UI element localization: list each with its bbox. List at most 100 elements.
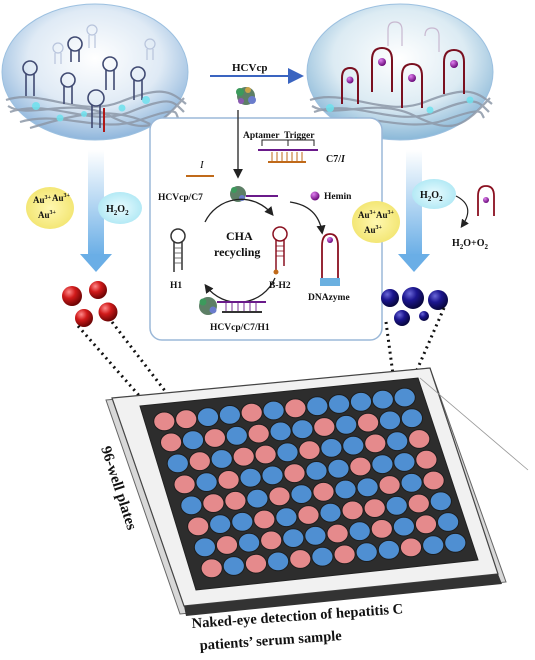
well-blue: [291, 419, 314, 440]
hcvcp-c7-h1-complex-icon: [199, 297, 266, 315]
perspective-line: [419, 377, 529, 471]
well-pink: [364, 433, 387, 454]
well-pink: [283, 463, 306, 484]
well-blue: [239, 467, 262, 488]
well-blue: [218, 405, 241, 425]
well-blue: [320, 438, 343, 458]
hcvcp-addition-arrow: HCVcp: [210, 62, 304, 105]
cha-recycling-panel: Aptamer Trigger C7/I I HCVcp/C7 Hem: [149, 110, 383, 341]
well-pink: [253, 509, 276, 530]
well-pink: [326, 523, 349, 544]
well-pink: [422, 470, 445, 491]
svg-text:Au3+: Au3+: [376, 210, 395, 220]
cha-label: CHA: [226, 229, 253, 243]
h2o2-left: H2O2: [98, 192, 142, 224]
well-blue: [231, 511, 254, 532]
well-blue: [400, 408, 423, 429]
well-blue: [305, 461, 328, 481]
well-blue: [393, 452, 416, 472]
well-pink: [200, 558, 223, 579]
well-blue: [385, 495, 408, 516]
well-blue: [180, 495, 203, 516]
aptamer-label: Aptamer: [243, 131, 280, 141]
well-blue: [334, 479, 357, 500]
well-blue: [348, 521, 371, 542]
well-blue: [437, 512, 460, 532]
well-pink: [224, 490, 247, 511]
right-down-arrow: [398, 150, 430, 272]
well-pink: [202, 493, 225, 514]
well-blue: [306, 396, 329, 417]
well-blue: [349, 391, 373, 412]
au-ions-left: Au3+ Au3+ Au3+: [26, 187, 74, 229]
svg-text:Au3+: Au3+: [52, 193, 71, 203]
well-blue: [355, 542, 378, 562]
well-blue: [327, 458, 350, 479]
well-pink: [357, 412, 380, 433]
well-pink: [333, 544, 356, 565]
recycling-label: recycling: [214, 245, 260, 259]
hcvcp-c7-label: HCVcp/C7: [158, 193, 203, 203]
well-pink: [244, 553, 268, 574]
h1-label: H1: [170, 281, 182, 291]
well-pink: [298, 440, 321, 461]
well-blue: [393, 387, 416, 408]
dnazyme-label: DNAzyme: [308, 293, 350, 303]
well-pink: [414, 514, 438, 535]
well-pink: [284, 398, 307, 419]
h2o2-right: H2O2: [412, 179, 456, 209]
well-pink: [415, 449, 438, 470]
well-blue: [275, 507, 298, 528]
well-blue: [282, 528, 305, 548]
well-blue: [196, 407, 220, 428]
well-pink: [240, 402, 263, 423]
well-pink: [378, 475, 401, 495]
well-pink: [370, 519, 393, 539]
trigger-label: Trigger: [284, 131, 315, 141]
hemin-label: Hemin: [324, 192, 352, 202]
well-pink: [203, 428, 226, 448]
well-blue: [386, 431, 409, 452]
well-pink: [160, 432, 183, 453]
well-blue: [422, 535, 445, 555]
well-blue: [222, 556, 245, 576]
well-blue: [328, 394, 351, 414]
dotted-connectors: [76, 307, 446, 409]
svg-text:Au3+: Au3+: [33, 195, 52, 205]
well-pink: [187, 516, 210, 537]
well-blue: [262, 400, 285, 421]
well-blue: [210, 449, 233, 469]
hcvcp-top-label: HCVcp: [232, 62, 267, 74]
well-plate: [105, 367, 507, 616]
well-blue: [225, 425, 248, 446]
au-ions-right: Au3+ Au3+ Au3+: [352, 201, 400, 243]
well-blue: [276, 442, 299, 463]
well-blue: [392, 516, 415, 537]
dnazyme-icon: [320, 233, 340, 286]
well-pink: [313, 417, 336, 437]
well-blue: [444, 532, 467, 553]
well-grid: [153, 387, 467, 579]
well-blue: [429, 491, 452, 512]
well-pink: [215, 535, 239, 555]
well-pink: [217, 470, 240, 490]
well-pink: [175, 409, 198, 430]
well-pink: [399, 537, 423, 558]
well-blue: [400, 472, 423, 493]
well-pink: [153, 411, 176, 432]
well-pink: [289, 549, 312, 569]
well-blue: [267, 551, 290, 572]
well-pink: [232, 446, 255, 467]
blue-gold-nanoparticles: [381, 287, 448, 326]
well-blue: [378, 410, 402, 431]
well-blue: [195, 472, 218, 493]
h2o-o2-label: H2O+O2: [452, 238, 489, 251]
well-blue: [371, 454, 394, 475]
well-blue: [166, 453, 189, 474]
well-pink: [363, 498, 386, 519]
well-blue: [181, 430, 205, 451]
left-down-arrow: [80, 150, 112, 272]
caption-line-2: patients’ serum sample: [199, 628, 343, 654]
svg-text:H2O2: H2O2: [420, 190, 443, 203]
